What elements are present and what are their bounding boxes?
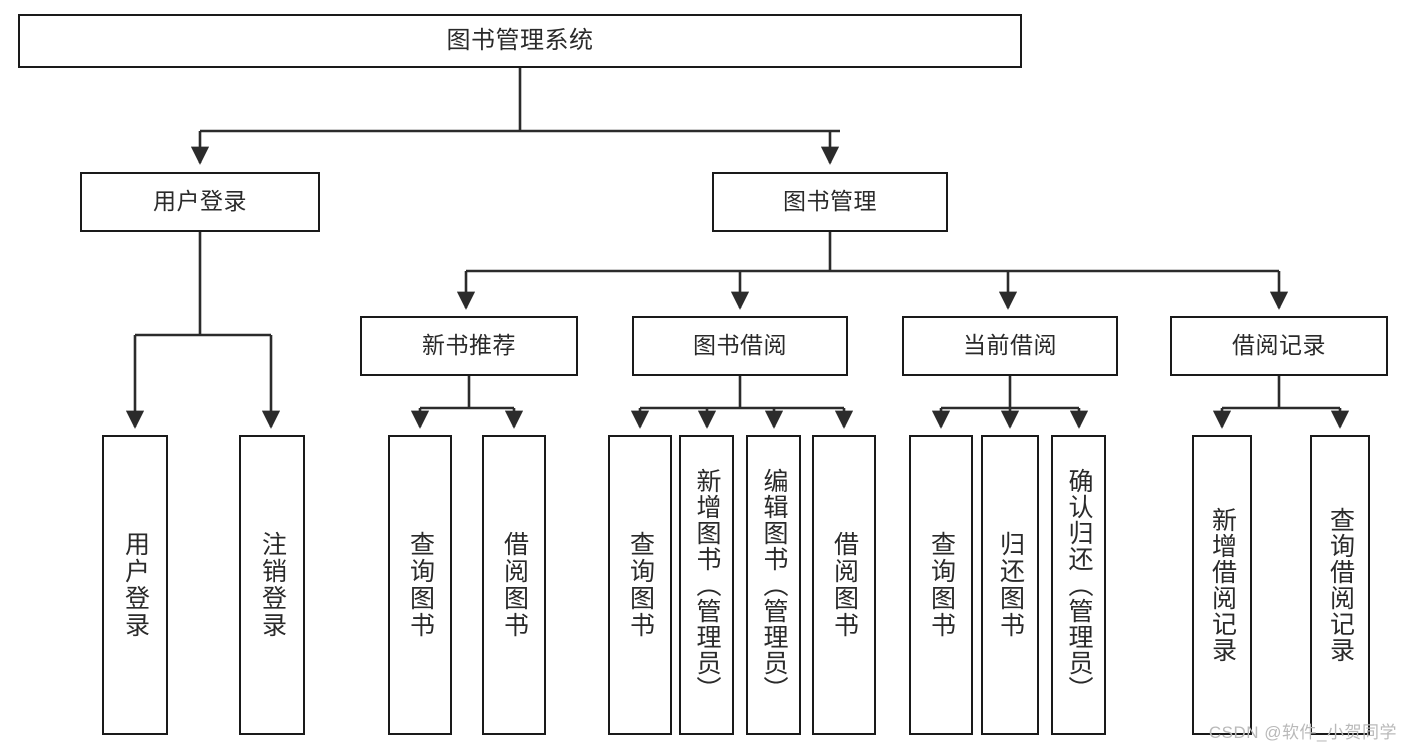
leaf-user-login-signin[interactable]: 用户登录	[102, 435, 168, 735]
node-borrow-record[interactable]: 借阅记录	[1170, 316, 1388, 376]
node-current-borrow[interactable]: 当前借阅	[902, 316, 1118, 376]
node-book-management-label: 图书管理	[783, 188, 877, 215]
leaf-borrow-record-query[interactable]: 查询借阅记录	[1310, 435, 1370, 735]
leaf-label: 归还图书	[996, 531, 1025, 639]
leaf-new-book-borrow[interactable]: 借阅图书	[482, 435, 546, 735]
leaf-label: 编辑图书（管理员）	[760, 468, 788, 702]
leaf-label: 用户登录	[121, 531, 150, 639]
leaf-current-borrow-query[interactable]: 查询图书	[909, 435, 973, 735]
leaf-user-login-signout[interactable]: 注销登录	[239, 435, 305, 735]
leaf-label: 查询图书	[406, 531, 435, 639]
leaf-label: 借阅图书	[830, 531, 859, 639]
leaf-new-book-query[interactable]: 查询图书	[388, 435, 452, 735]
node-root-label: 图书管理系统	[446, 26, 594, 54]
leaf-book-borrow-borrow[interactable]: 借阅图书	[812, 435, 876, 735]
leaf-label: 确认归还（管理员）	[1065, 468, 1093, 702]
leaf-label: 查询图书	[626, 531, 655, 639]
node-root-system[interactable]: 图书管理系统	[18, 14, 1022, 68]
node-current-borrow-label: 当前借阅	[963, 332, 1057, 359]
leaf-book-borrow-edit[interactable]: 编辑图书（管理员）	[746, 435, 801, 735]
watermark-text: CSDN @软件_小贺同学	[1208, 723, 1397, 742]
node-user-login[interactable]: 用户登录	[80, 172, 320, 232]
leaf-book-borrow-query[interactable]: 查询图书	[608, 435, 672, 735]
leaf-label: 注销登录	[258, 531, 287, 639]
node-new-book-recommend-label: 新书推荐	[422, 332, 516, 359]
node-book-borrow-label: 图书借阅	[693, 332, 787, 359]
leaf-current-borrow-return[interactable]: 归还图书	[981, 435, 1039, 735]
leaf-label: 新增借阅记录	[1208, 507, 1237, 663]
node-borrow-record-label: 借阅记录	[1232, 332, 1326, 359]
leaf-current-borrow-confirm-return[interactable]: 确认归还（管理员）	[1051, 435, 1106, 735]
leaf-book-borrow-add[interactable]: 新增图书（管理员）	[679, 435, 734, 735]
node-user-login-label: 用户登录	[153, 188, 247, 215]
leaf-label: 查询借阅记录	[1326, 507, 1355, 663]
leaf-borrow-record-add[interactable]: 新增借阅记录	[1192, 435, 1252, 735]
leaf-label: 新增图书（管理员）	[693, 468, 721, 702]
node-book-borrow[interactable]: 图书借阅	[632, 316, 848, 376]
leaf-label: 借阅图书	[500, 531, 529, 639]
node-new-book-recommend[interactable]: 新书推荐	[360, 316, 578, 376]
node-book-management[interactable]: 图书管理	[712, 172, 948, 232]
leaf-label: 查询图书	[927, 531, 956, 639]
